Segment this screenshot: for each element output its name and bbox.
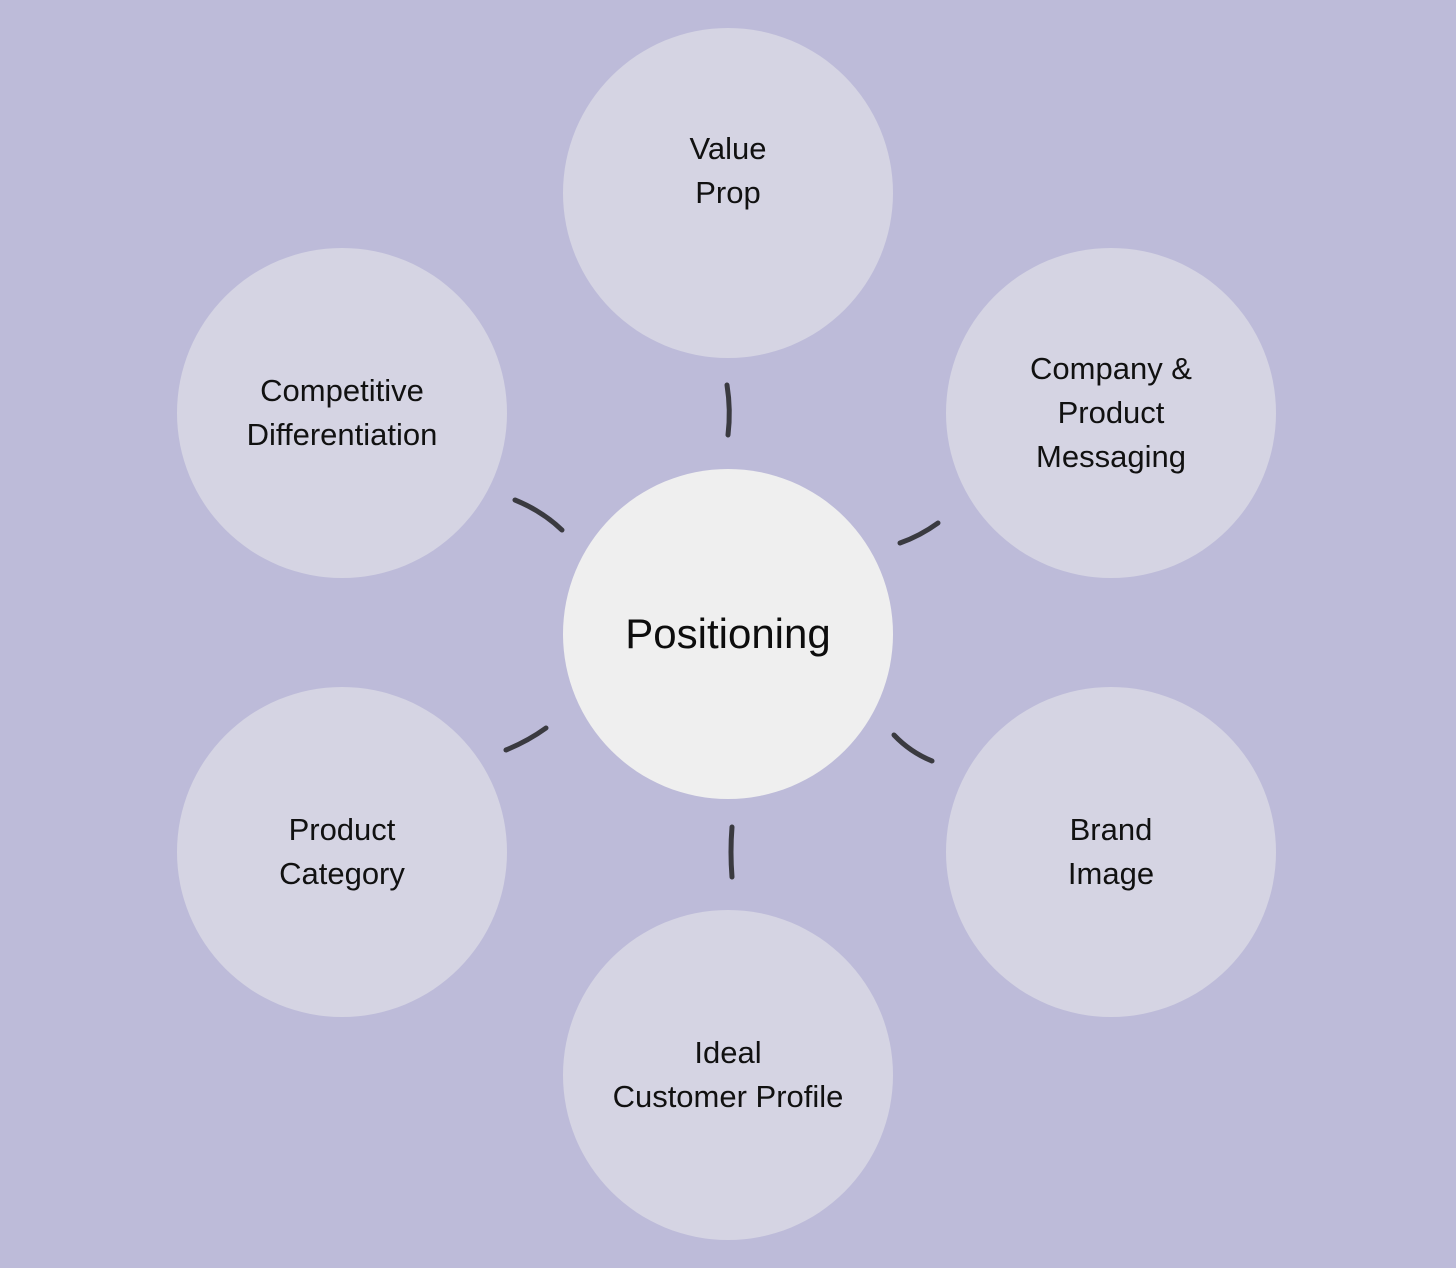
node-brand-image-label: Brand Image	[1067, 812, 1155, 891]
node-positioning-label: Positioning	[625, 610, 831, 657]
node-company-product-messaging: Company & Product Messaging	[946, 248, 1276, 578]
node-competitive-differentiation: Competitive Differentiation	[177, 248, 507, 578]
node-value-prop: Value Prop	[563, 28, 893, 358]
node-competitive-differentiation-label: Competitive Differentiation	[246, 373, 438, 452]
connector-brand-image	[891, 732, 935, 764]
connector-product-category	[503, 725, 549, 753]
node-ideal-customer-profile-label: Ideal Customer Profile	[612, 1035, 844, 1114]
node-ideal-customer-profile: Ideal Customer Profile	[563, 910, 893, 1240]
node-value-prop-label: Value Prop	[689, 131, 767, 210]
connector-ideal-customer-profile	[728, 824, 735, 880]
connector-value-prop	[724, 382, 732, 438]
node-product-category-label: Product Category	[279, 812, 405, 891]
node-product-category: Product Category	[177, 687, 507, 1017]
connector-competitive-differentiation	[512, 497, 565, 533]
node-company-product-messaging-label: Company & Product Messaging	[1030, 351, 1192, 474]
node-positioning: Positioning	[563, 469, 893, 799]
node-brand-image: Brand Image	[946, 687, 1276, 1017]
connector-company-product-messaging	[897, 520, 941, 546]
